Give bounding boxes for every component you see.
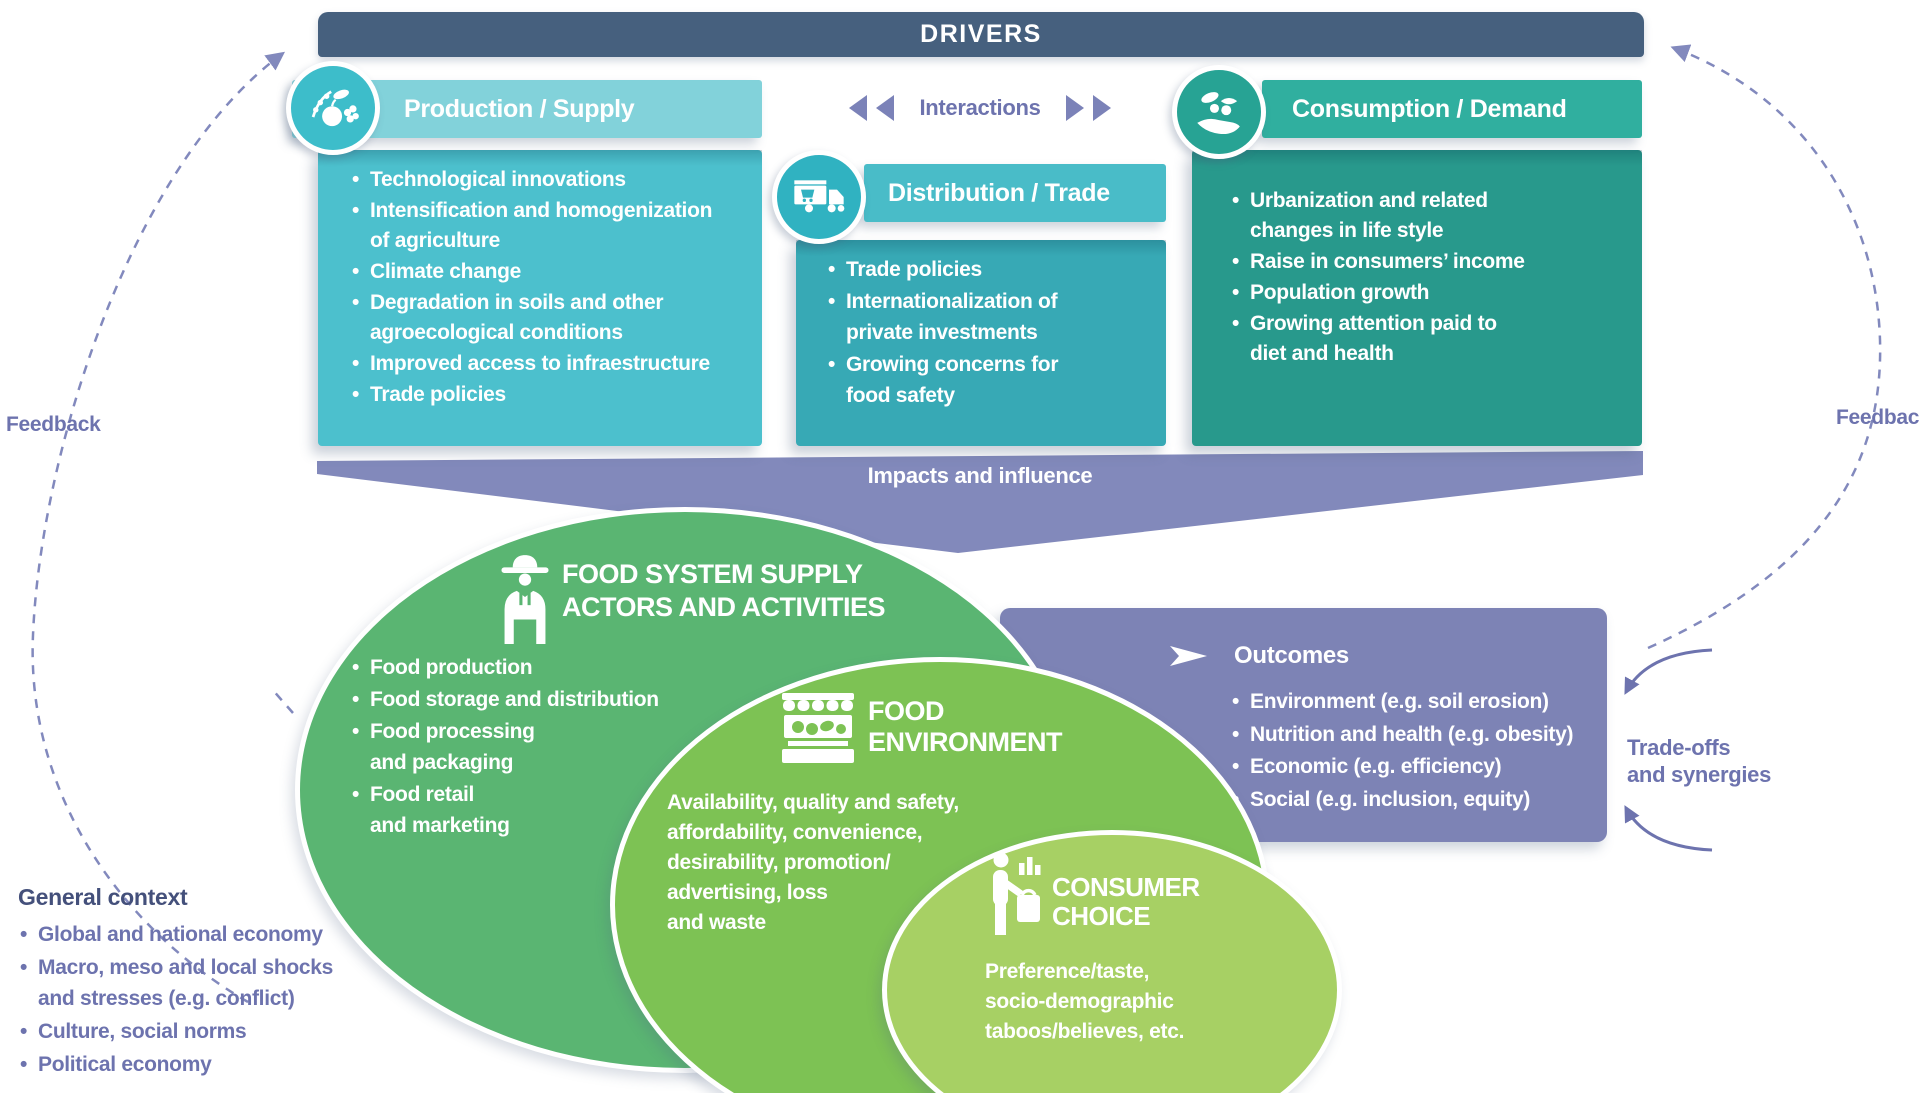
- feedback-arc-left-branch: [270, 687, 294, 714]
- drivers-bar: DRIVERS: [318, 12, 1644, 57]
- list-item: Food production: [352, 652, 659, 683]
- list-item: Intensification and homogenization of ag…: [352, 196, 748, 256]
- feedback-arc-left: [31, 51, 286, 1004]
- food-environment-title: FOOD ENVIRONMENT: [868, 696, 1063, 758]
- interactions-indicator: Interactions: [808, 86, 1152, 130]
- distribution-trade-list: Trade policies Internationalization of p…: [796, 240, 1166, 411]
- list-item: Degradation in soils and other agroecolo…: [352, 288, 748, 348]
- feedback-arc-right: [1647, 44, 1882, 650]
- list-item: Technological innovations: [352, 165, 748, 195]
- shopper-icon: [993, 852, 1041, 935]
- tradeoff-arrow-lower: [1624, 805, 1713, 852]
- list-item: Population growth: [1232, 278, 1630, 308]
- left-arrow-icon: [849, 95, 868, 121]
- distribution-trade-title: Distribution / Trade: [888, 178, 1110, 207]
- list-item: Food storage and distribution: [352, 684, 659, 715]
- general-context-title: General context: [18, 884, 188, 910]
- list-item: Political economy: [18, 1049, 358, 1080]
- food-system-supply-title: FOOD SYSTEM SUPPLY ACTORS AND ACTIVITIES: [562, 558, 886, 624]
- consumer-choice-title: CONSUMER CHOICE: [1052, 873, 1200, 931]
- list-item: Growing concerns for food safety: [828, 349, 1156, 411]
- list-item: Improved access to infraestructure: [352, 349, 748, 379]
- outcomes-list: Environment (e.g. soil erosion) Nutritio…: [1232, 686, 1573, 816]
- consumer-choice-ellipse: [882, 830, 1342, 1093]
- impacts-banner-shape: [317, 451, 1643, 553]
- impacts-banner-label: Impacts and influence: [867, 463, 1093, 488]
- consumption-demand-header: Consumption / Demand: [1262, 80, 1642, 138]
- food-environment-body: Availability, quality and safety, afford…: [667, 791, 959, 934]
- list-item: Raise in consumers’ income: [1232, 247, 1630, 277]
- list-item: Growing attention paid to diet and healt…: [1232, 309, 1630, 369]
- list-item: Internationalization of private investme…: [828, 286, 1156, 348]
- title-line: ENVIRONMENT: [868, 727, 1063, 757]
- list-item: Food retail and marketing: [352, 779, 659, 841]
- right-arrow-icon: [1092, 95, 1111, 121]
- title-line: CONSUMER: [1052, 872, 1200, 902]
- consumer-choice-body: Preference/taste, socio-demographic tabo…: [985, 960, 1185, 1043]
- distribution-trade-header: Distribution / Trade: [864, 164, 1166, 222]
- title-line: CHOICE: [1052, 901, 1151, 931]
- title-line: FOOD SYSTEM SUPPLY: [562, 559, 863, 589]
- food-system-supply-list: Food production Food storage and distrib…: [352, 652, 659, 842]
- list-item: Social (e.g. inclusion, equity): [1232, 784, 1573, 816]
- produce-icon: [286, 61, 380, 155]
- consumption-demand-title: Consumption / Demand: [1292, 94, 1567, 123]
- tradeoff-arrow-upper: [1624, 648, 1713, 695]
- tradeoffs-label: Trade-offs and synergies: [1627, 735, 1772, 787]
- list-item: Economic (e.g. efficiency): [1232, 751, 1573, 783]
- list-item: Macro, meso and local shocks and stresse…: [18, 952, 358, 1014]
- general-context: General context Global and national econ…: [18, 884, 358, 1082]
- right-arrow-icon: [1065, 95, 1084, 121]
- left-arrow-icon: [876, 95, 895, 121]
- list-item: Food processing and packaging: [352, 716, 659, 778]
- title-line: FOOD: [868, 696, 945, 726]
- feedback-label-right: Feedback: [1836, 406, 1920, 429]
- market-stall-icon: [782, 693, 854, 763]
- production-supply-list: Technological innovations Intensificatio…: [318, 150, 762, 410]
- consumption-demand-list: Urbanization and related changes in life…: [1192, 150, 1642, 369]
- list-item: Climate change: [352, 257, 748, 287]
- farmer-icon: [501, 555, 549, 644]
- consumption-demand-box: Urbanization and related changes in life…: [1192, 150, 1642, 446]
- production-supply-box: Technological innovations Intensificatio…: [318, 150, 762, 446]
- truck-icon: [772, 150, 866, 244]
- production-supply-title: Production / Supply: [404, 94, 635, 123]
- interactions-label: Interactions: [919, 95, 1041, 120]
- list-item: Environment (e.g. soil erosion): [1232, 686, 1573, 718]
- list-item: Nutrition and health (e.g. obesity): [1232, 719, 1573, 751]
- hand-food-icon: [1172, 65, 1266, 159]
- list-item: Trade policies: [352, 380, 748, 410]
- drivers-title: DRIVERS: [920, 20, 1042, 48]
- list-item: Trade policies: [828, 254, 1156, 285]
- distribution-trade-box: Trade policies Internationalization of p…: [796, 240, 1166, 446]
- list-item: Global and national economy: [18, 919, 358, 950]
- list-item: Urbanization and related changes in life…: [1232, 186, 1630, 246]
- title-line: ACTORS AND ACTIVITIES: [562, 592, 886, 622]
- feedback-label-left: Feedback: [6, 413, 101, 436]
- arrow-icon: [1170, 646, 1207, 666]
- outcomes-title: Outcomes: [1234, 642, 1349, 669]
- list-item: Culture, social norms: [18, 1016, 358, 1047]
- general-context-list: Global and national economy Macro, meso …: [18, 919, 358, 1080]
